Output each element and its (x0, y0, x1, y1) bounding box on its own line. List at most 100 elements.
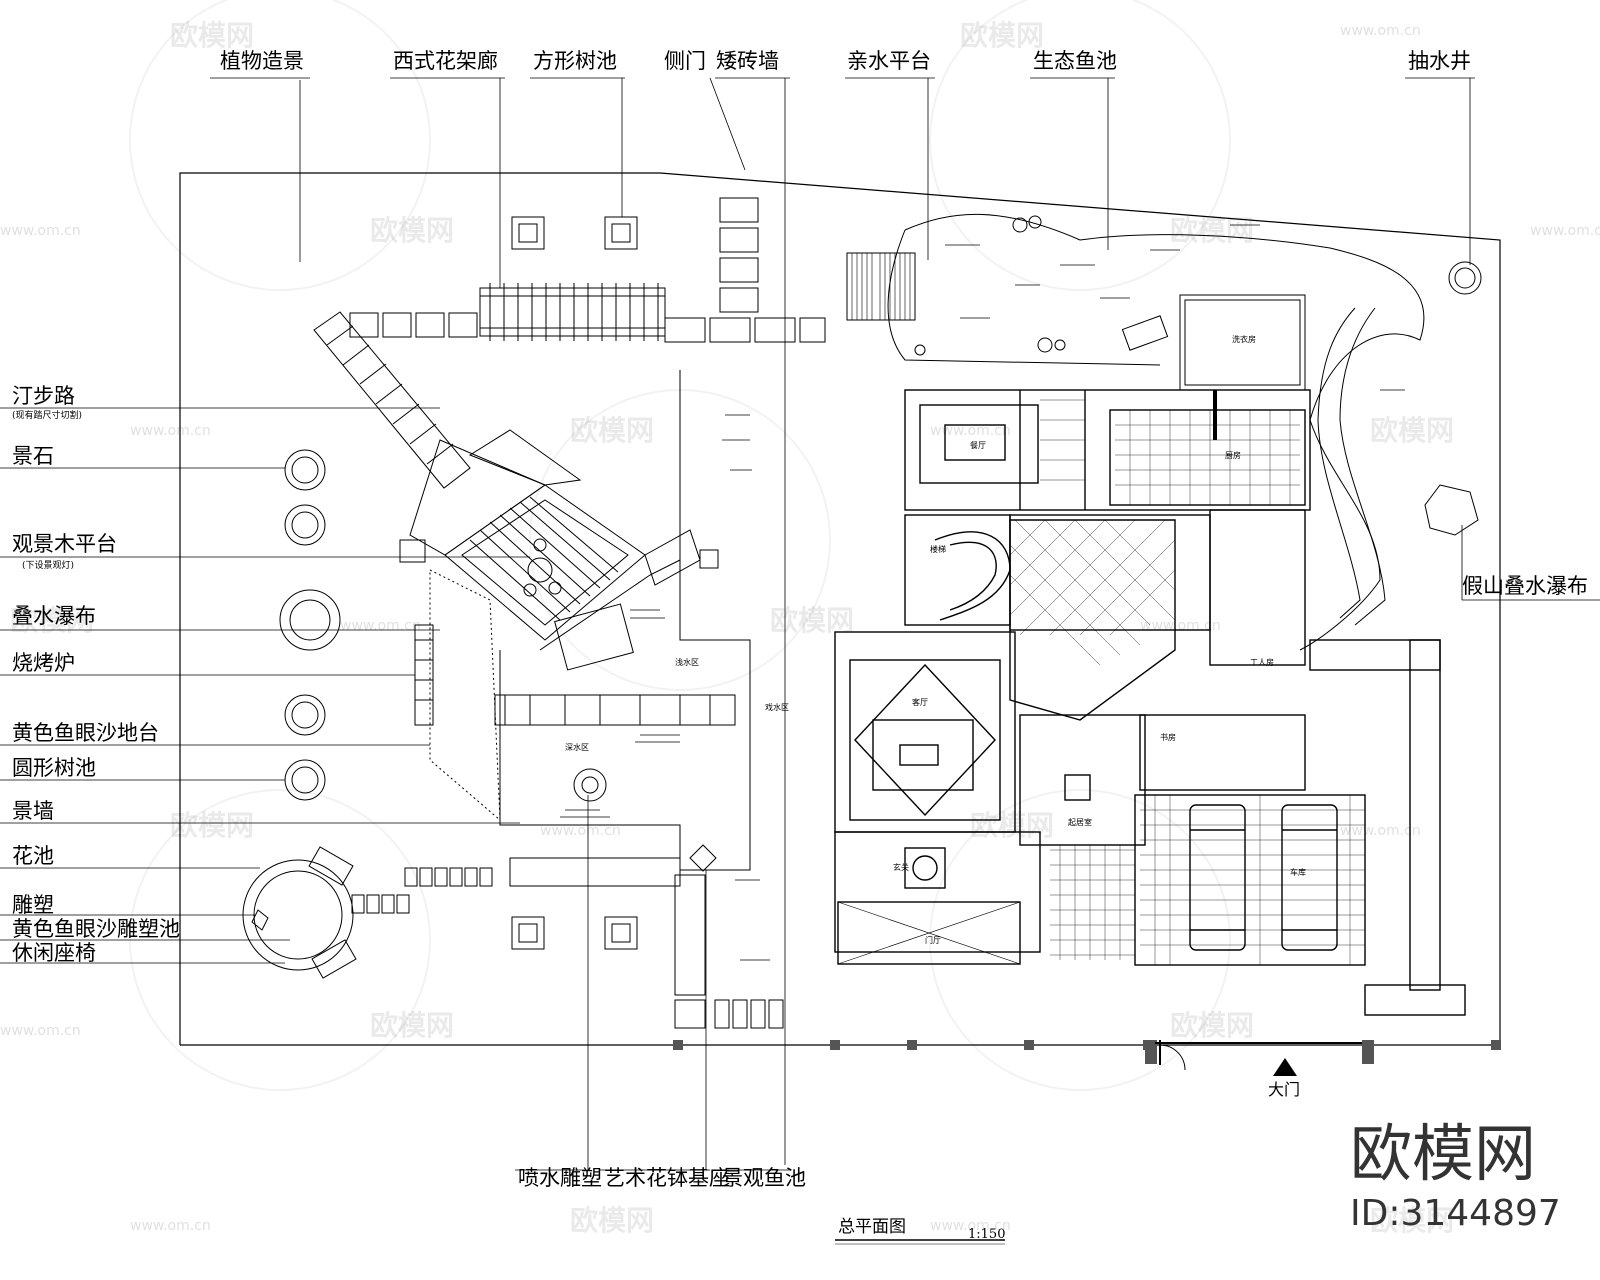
sand-platform (429, 569, 501, 822)
label-round-tree-pool: 圆形树池 (12, 756, 96, 780)
label-bbq: 烧烤炉 (12, 651, 75, 675)
room-living: 客厅 (912, 697, 928, 707)
watermark-text: 欧模网 (960, 19, 1044, 52)
label-fish-pond: 景观鱼池 (722, 1166, 806, 1190)
pond-water-hatch (945, 224, 1405, 391)
label-low-brick-wall: 矮砖墙 (716, 49, 779, 73)
building (834, 389, 1466, 1071)
foyer-block (834, 831, 1041, 953)
kitchen-room (1109, 409, 1306, 506)
label-stepping-path: 汀步路 (12, 384, 75, 408)
site-boundary (179, 172, 1501, 1064)
wood-platform (399, 429, 719, 641)
watermark-text: 欧模网 (170, 809, 254, 842)
sculpture-pool (242, 846, 357, 979)
watermark-url: www.om.cn (340, 618, 421, 634)
watermark-text: 欧模网 (370, 1009, 454, 1042)
stepping-path (313, 197, 826, 489)
dining-room (919, 404, 1039, 484)
room-stair: 楼梯 (930, 544, 946, 554)
stair-hall (904, 514, 1011, 626)
label-side-gate: 侧门 (664, 49, 706, 73)
rock-cascade (1317, 307, 1479, 626)
watermark-text: 欧模网 (570, 414, 654, 447)
bath-block (1209, 509, 1306, 666)
study-room (1139, 714, 1306, 791)
watermark-text: 欧模网 (10, 604, 94, 637)
room-study: 书房 (1160, 732, 1176, 742)
label-landscape-stone: 景石 (12, 444, 54, 468)
label-sculpture: 雕塑 (12, 893, 54, 917)
label-main-gate: 大门 (1268, 1080, 1300, 1099)
room-entry: 门厅 (925, 935, 941, 945)
water-hatch (560, 414, 770, 961)
label-flower-pool: 花池 (12, 844, 54, 868)
label-square-tree-pool: 方形树池 (533, 49, 617, 73)
watermark-url: www.om.cn (1340, 823, 1421, 839)
watermark-url: www.om.cn (930, 1218, 1011, 1234)
water-pool-left (494, 370, 751, 872)
watermark-layer: 欧模网 欧模网 欧模网 欧模网 欧模网 欧模网 欧模网 欧模网 欧模网 欧模网 … (0, 0, 1600, 1237)
room-laundry: 洗衣房 (1232, 334, 1256, 344)
title-block: 总平面图 1:150 (835, 1217, 1005, 1245)
watermark-url: www.om.cn (930, 423, 1011, 439)
watermark-url: www.om.cn (130, 1218, 211, 1234)
label-sand-platform: 黄色鱼眼沙地台 (12, 721, 159, 745)
brand-name: 欧模网 (1350, 1117, 1536, 1190)
label-pergola: 西式花架廊 (393, 49, 498, 73)
area-deep-water: 深水区 (565, 742, 589, 752)
lounge-room (1019, 714, 1146, 846)
entry-hall (1009, 514, 1211, 631)
watermark-text: 欧模网 (170, 19, 254, 52)
brand-watermark: 欧模网 ID:3144897 (1350, 1117, 1561, 1234)
watermark-url: www.om.cn (1530, 223, 1600, 239)
entry-porch (837, 901, 1021, 965)
room-foyer: 玄关 (893, 862, 909, 872)
room-labels: 餐厅 厨房 洗衣房 楼梯 客厅 书房 起居室 车库 工人房 门厅 玄关 浅水区 … (565, 334, 1306, 945)
watermark-url: www.om.cn (130, 423, 211, 439)
stone-steps (351, 857, 784, 1029)
drawing-title: 总平面图 (838, 1217, 906, 1237)
labels-bottom: 喷水雕塑 艺术花钵基座 景观鱼池 (518, 1166, 806, 1190)
label-fountain-sculpture: 喷水雕塑 (518, 1166, 602, 1190)
room-kitchen: 厨房 (1225, 450, 1241, 460)
leader-lines (0, 77, 1600, 1171)
floor-tiles (1009, 399, 1365, 965)
watermark-text: 欧模网 (370, 214, 454, 247)
label-pump-well: 抽水井 (1408, 49, 1471, 73)
area-play-water: 戏水区 (765, 702, 789, 712)
eco-pond (846, 213, 1482, 651)
main-gate-marker: 大门 (1268, 1058, 1300, 1099)
watermark-url: www.om.cn (1340, 23, 1421, 39)
labels-top: 植物造景 西式花架廊 方形树池 侧门 矮砖墙 亲水平台 生态鱼池 抽水井 (220, 49, 1471, 73)
label-water-platform: 亲水平台 (847, 49, 931, 73)
room-lounge: 起居室 (1068, 817, 1092, 827)
room-garage: 车库 (1290, 867, 1306, 877)
labels-left: 汀步路 (现有踏尺寸切割) 景石 观景木平台 (下设景观灯) 叠水瀑布 烧烤炉 … (12, 384, 180, 965)
label-plant-landscape: 植物造景 (220, 49, 304, 73)
label-feature-wall: 景墙 (12, 799, 54, 823)
watermark-url: www.om.cn (1140, 618, 1221, 634)
pergola (479, 283, 666, 341)
watermark-url: www.om.cn (540, 823, 621, 839)
label-rock-cascade: 假山叠水瀑布 (1462, 574, 1588, 598)
label-wood-platform: 观景木平台 (12, 532, 117, 556)
watermark-text: 欧模网 (1370, 1204, 1454, 1237)
drawing-scale: 1:150 (968, 1227, 1005, 1242)
watermark-url: www.om.cn (0, 1023, 81, 1039)
water-platform (846, 252, 916, 321)
label-cascade: 叠水瀑布 (12, 604, 96, 628)
label-bench: 休闲座椅 (12, 941, 96, 965)
living-room (849, 659, 1001, 821)
watermark-url: www.om.cn (0, 223, 81, 239)
landscape-left (242, 197, 826, 1029)
watermark-text: 欧模网 (1370, 414, 1454, 447)
label-flower-pot-base: 艺术花钵基座 (604, 1166, 730, 1190)
room-worker: 工人房 (1250, 657, 1274, 667)
note-wood-platform: (下设景观灯) (22, 560, 74, 571)
label-sculpture-pool: 黄色鱼眼沙雕塑池 (12, 917, 180, 941)
brand-id: ID:3144897 (1350, 1193, 1561, 1234)
watermark-text: 欧模网 (1170, 1009, 1254, 1042)
watermark-text: 欧模网 (570, 1204, 654, 1237)
